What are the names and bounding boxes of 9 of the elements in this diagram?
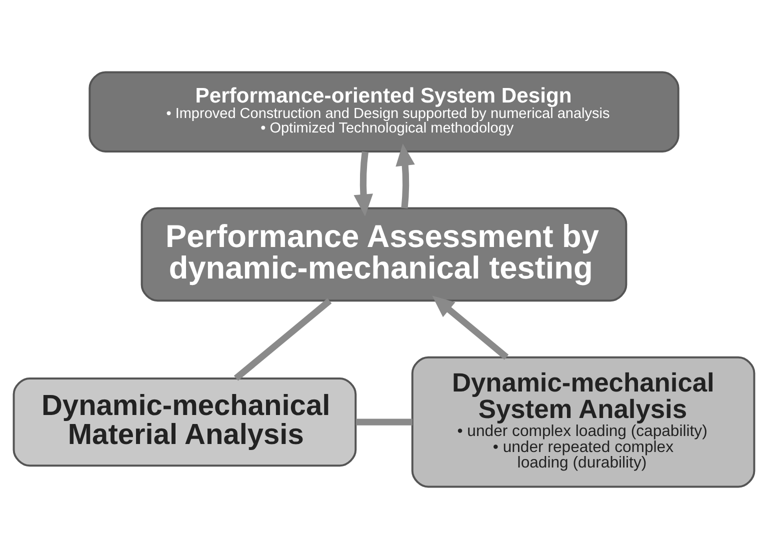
arrow — [432, 296, 509, 360]
arrow — [354, 151, 373, 216]
connector — [356, 418, 412, 426]
connector — [234, 298, 332, 381]
node-box: Dynamic-mechanical System Analysis • under complex loading (capability) • under repeated complex loading (durability) — [411, 356, 756, 488]
arrow — [396, 144, 415, 208]
node-box: Performance Assessment by dynamic-mechanical testing — [140, 207, 628, 302]
node-box: Performance-oriented System Design • Improved Construction and Design supported by numerical analysis • Optimized Technological methodology — [88, 71, 680, 152]
node-box: Dynamic-mechanical Material Analysis — [12, 378, 357, 467]
